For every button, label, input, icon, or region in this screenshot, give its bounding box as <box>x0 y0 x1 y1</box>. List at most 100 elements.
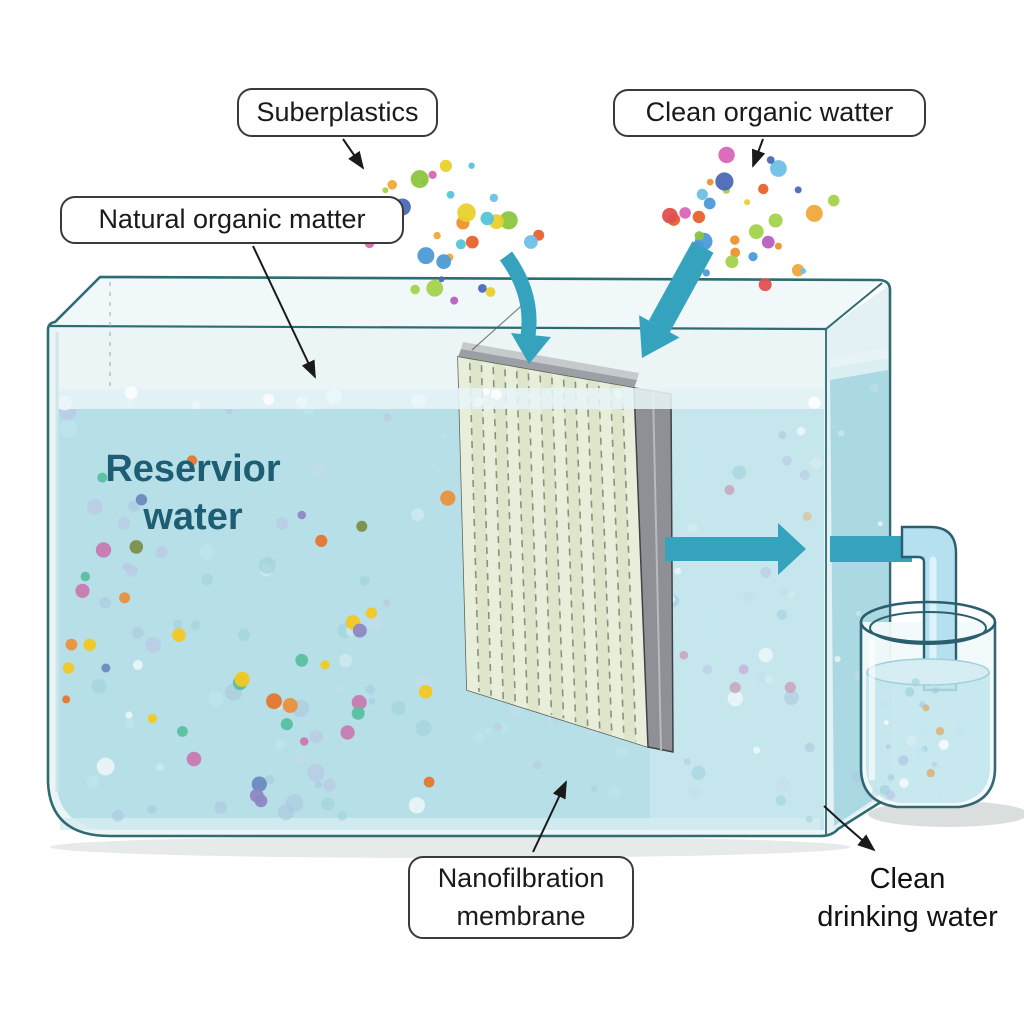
particle-dot <box>132 660 143 670</box>
particle-dot <box>827 194 840 207</box>
membrane-pleat-line <box>492 367 504 700</box>
particle-dot <box>483 388 490 396</box>
membrane-pleat-line <box>504 369 517 704</box>
particle-dot <box>802 512 812 521</box>
microplastics-cluster <box>364 159 545 305</box>
water-surface-band <box>56 388 824 409</box>
particle-dot <box>774 242 782 250</box>
membrane-pleat <box>551 373 576 725</box>
particle-dot <box>234 671 250 687</box>
particle-dot <box>119 592 131 604</box>
particle-dot <box>702 269 710 277</box>
particle-dot <box>439 159 452 172</box>
permeate-arrow-head <box>778 523 806 575</box>
particle-dot <box>320 660 330 670</box>
particle-dot <box>800 268 807 274</box>
membrane-pleat-line <box>527 373 541 711</box>
particle-dot <box>415 720 432 737</box>
particle-dot <box>155 763 165 772</box>
particle-dot <box>887 774 895 781</box>
tank-shadow <box>50 836 850 858</box>
beaker-rim-outer <box>859 600 997 644</box>
particle-dot <box>915 745 925 755</box>
membrane-pleat <box>540 371 564 721</box>
particle-dot <box>315 534 328 548</box>
particle-dot <box>760 567 772 578</box>
particle-dot <box>911 678 920 687</box>
particle-dot <box>135 494 148 506</box>
particle-dot <box>761 409 769 418</box>
particle-dot <box>59 418 78 437</box>
leader-clean-drinking-water <box>823 805 876 852</box>
label-nanofiltration-membrane: Nanofilbration membrane <box>408 856 634 939</box>
tank-rim-right-slant <box>825 282 883 330</box>
membrane-pleat-line <box>562 379 577 723</box>
particle-dot <box>95 542 112 558</box>
particle-dot <box>65 638 78 651</box>
particle-dot <box>351 695 367 710</box>
particle-dot <box>295 752 306 764</box>
particle-dot <box>97 472 108 483</box>
particle-dot <box>756 672 768 683</box>
particle-dot <box>484 727 492 735</box>
particle-dot <box>145 637 161 653</box>
particle-dot <box>725 255 739 269</box>
particle-dot <box>80 571 91 582</box>
particle-dot <box>468 162 475 169</box>
particle-dot <box>387 180 398 190</box>
particle-dot <box>418 685 433 699</box>
particle-dot <box>687 522 698 534</box>
particle-dot <box>779 586 789 596</box>
particle-dot <box>810 457 823 470</box>
membrane-pleat-line <box>621 389 637 742</box>
particle-dot <box>299 737 309 746</box>
particle-dot <box>57 395 73 411</box>
particle-dot <box>926 768 935 778</box>
particle-dot <box>702 664 713 675</box>
tank-silhouette <box>46 275 892 838</box>
beaker-water <box>866 672 990 803</box>
particle-dot <box>266 693 282 710</box>
particle-dot <box>870 383 879 393</box>
particle-dot <box>337 811 347 821</box>
surface-glints <box>57 386 821 411</box>
particle-dot <box>703 197 716 210</box>
particle-dot <box>309 730 323 744</box>
particle-dot <box>410 284 420 295</box>
particle-dot <box>177 726 188 737</box>
particle-dot <box>125 564 138 577</box>
particle-dot <box>455 239 466 250</box>
tank-top-face <box>48 277 880 329</box>
particle-dot <box>383 599 391 607</box>
particle-dot <box>237 628 251 642</box>
particle-dot <box>885 744 891 750</box>
particle-dot <box>796 426 806 436</box>
leader-lines <box>252 138 876 853</box>
particle-cluster-reservoir <box>62 455 456 808</box>
nanofiltration-membrane <box>457 299 674 753</box>
leader-membrane <box>532 780 567 853</box>
particle-dot <box>62 695 71 704</box>
particle-dot <box>265 775 275 785</box>
particle-dot <box>938 739 949 750</box>
particle-dot <box>758 183 769 195</box>
particle-dot <box>249 788 264 803</box>
particle-dot <box>365 607 377 619</box>
flow-arrows <box>499 241 912 575</box>
membrane-pleat-line <box>598 385 613 734</box>
particle-dot <box>473 397 484 407</box>
membrane-pleat-line <box>468 363 480 692</box>
tank-bottom-glow <box>60 818 820 830</box>
beaker-group <box>859 525 997 809</box>
particle-dot <box>715 172 734 191</box>
membrane-pleat <box>598 381 624 740</box>
particle-dot <box>155 546 168 559</box>
particle-dot <box>761 235 775 249</box>
membrane-pleats <box>458 357 648 747</box>
particle-dot <box>775 795 786 806</box>
particle-dot <box>778 430 787 440</box>
particle-dot <box>276 517 289 530</box>
inflow-arrow-curved-head <box>511 333 551 364</box>
particle-dot <box>776 778 791 793</box>
particle-dot <box>75 583 90 598</box>
